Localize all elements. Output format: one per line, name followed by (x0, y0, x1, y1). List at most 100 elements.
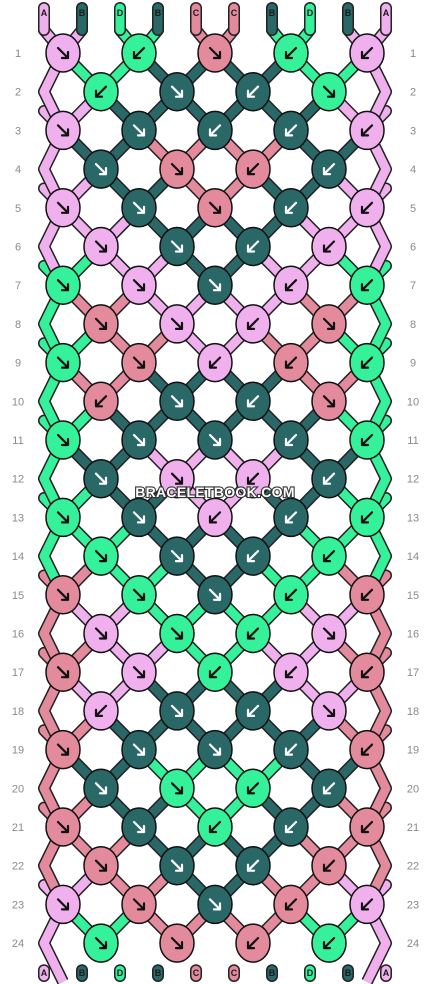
arrow-down-right-icon (208, 588, 222, 601)
knot (83, 923, 119, 963)
top-strand-label: A (41, 8, 48, 18)
row-number-right: 20 (407, 783, 419, 795)
knot (45, 729, 81, 770)
arrow-down-right-icon (132, 433, 146, 447)
knot (121, 110, 157, 151)
knot (349, 110, 385, 151)
arrow-down-right-icon (208, 279, 222, 292)
knot (159, 458, 195, 499)
arrow-down-right-icon (56, 46, 70, 60)
knot (349, 497, 385, 538)
arrow-down-left-icon (360, 743, 374, 756)
knot (45, 33, 81, 73)
top-strand-label: D (117, 8, 124, 18)
bottom-strand-label: C (231, 968, 238, 978)
arrow-down-right-icon (56, 820, 70, 834)
arrow-down-left-icon (322, 163, 336, 176)
row-number-left: 23 (12, 899, 24, 911)
knot (45, 110, 81, 151)
arrow-down-right-icon (94, 859, 108, 872)
knot (45, 884, 81, 925)
knot (311, 149, 347, 189)
knot (311, 691, 347, 731)
arrow-down-right-icon (94, 472, 108, 485)
knot (311, 226, 347, 267)
arrow-down-right-icon (170, 859, 184, 872)
arrow-down-left-icon (322, 936, 336, 950)
arrow-down-right-icon (132, 666, 146, 679)
arrow-down-right-icon (56, 279, 70, 292)
arrow-down-left-icon (246, 782, 260, 795)
arrow-down-right-icon (132, 201, 146, 214)
bottom-strand-label: B (269, 968, 276, 978)
knot (121, 188, 157, 228)
row-number-left: 12 (12, 474, 24, 486)
row-number-right: 19 (407, 745, 419, 757)
arrow-down-right-icon (56, 743, 70, 756)
knot (83, 845, 119, 886)
knot (121, 807, 157, 847)
row-number-left: 1 (15, 48, 21, 60)
arrow-down-left-icon (284, 898, 298, 911)
knot (159, 149, 195, 189)
knot (349, 575, 385, 615)
arrow-down-left-icon (360, 898, 374, 911)
arrow-down-left-icon (322, 549, 336, 563)
arrow-down-right-icon (208, 433, 222, 447)
knot (45, 497, 81, 538)
knot (83, 536, 119, 576)
row-number-right: 10 (407, 396, 419, 408)
knot (235, 71, 271, 112)
arrow-down-left-icon (322, 859, 336, 872)
row-number-right: 1 (410, 48, 416, 60)
knot (197, 807, 233, 847)
arrow-down-right-icon (94, 549, 108, 563)
arrow-down-right-icon (94, 782, 108, 795)
top-strand-label: D (307, 8, 314, 18)
knot (311, 304, 347, 344)
row-number-left: 24 (12, 938, 24, 950)
knot (235, 923, 271, 963)
knot (159, 768, 195, 809)
knot (273, 575, 309, 615)
knots-layer (45, 33, 385, 963)
row-number-right: 23 (407, 899, 419, 911)
knot (349, 342, 385, 383)
row-number-right: 17 (407, 667, 419, 679)
arrow-down-right-icon (170, 782, 184, 795)
knot (349, 420, 385, 460)
row-number-right: 5 (410, 203, 416, 215)
arrow-down-right-icon (94, 163, 108, 176)
row-number-left: 3 (15, 125, 21, 137)
row-number-left: 22 (12, 861, 24, 873)
arrow-down-left-icon (284, 201, 298, 214)
arrow-down-left-icon (208, 820, 222, 834)
row-number-left: 5 (15, 203, 21, 215)
knot (197, 110, 233, 151)
arrow-down-right-icon (170, 317, 184, 330)
knot (159, 845, 195, 886)
row-number-left: 17 (12, 667, 24, 679)
arrow-down-right-icon (170, 704, 184, 718)
knot (121, 575, 157, 615)
knot (197, 420, 233, 460)
arrow-down-left-icon (246, 549, 260, 563)
arrow-down-right-icon (56, 666, 70, 679)
row-number-left: 16 (12, 629, 24, 641)
knot (83, 149, 119, 189)
arrow-down-right-icon (208, 898, 222, 911)
knot (273, 33, 309, 73)
arrow-down-left-icon (94, 704, 108, 718)
knot (121, 342, 157, 383)
row-number-right: 18 (407, 706, 419, 718)
knot (83, 613, 119, 654)
arrow-down-right-icon (56, 588, 70, 601)
knot (45, 265, 81, 305)
row-number-left: 15 (12, 590, 24, 602)
knot (311, 458, 347, 499)
arrow-down-right-icon (132, 820, 146, 834)
knot (45, 420, 81, 460)
arrow-down-left-icon (246, 627, 260, 640)
knot (197, 729, 233, 770)
